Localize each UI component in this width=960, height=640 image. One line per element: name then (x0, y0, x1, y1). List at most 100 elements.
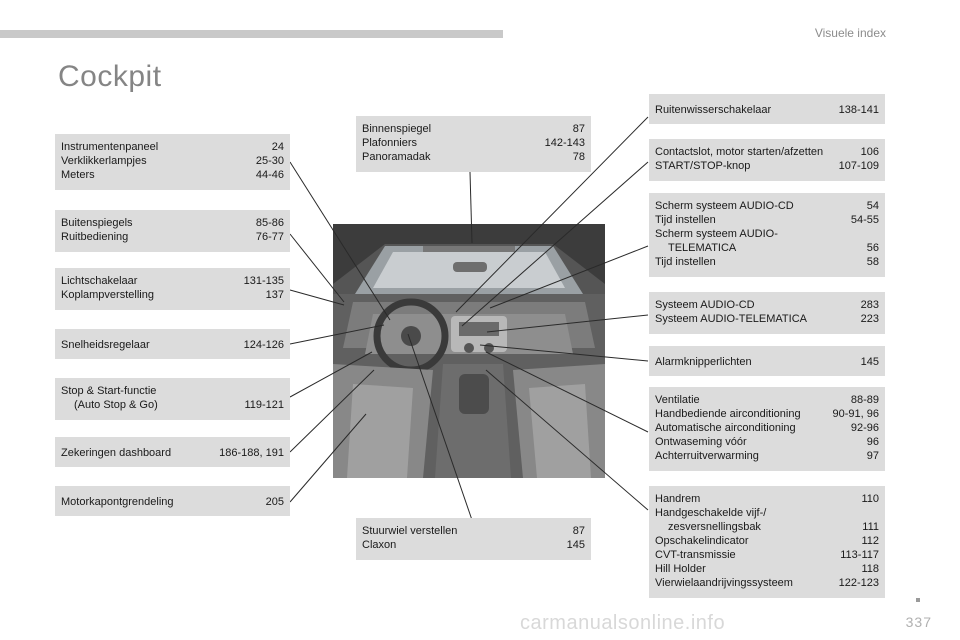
index-page: 110 (861, 493, 879, 505)
index-label: Contactslot, motor starten/afzetten (655, 146, 824, 158)
index-label: Automatische airconditioning (655, 422, 796, 434)
index-page: 90-91, 96 (832, 408, 879, 420)
index-page: 138-141 (838, 104, 879, 116)
index-row: Handrem 110 (655, 492, 879, 506)
index-row: Ontwaseming vóór 96 (655, 435, 879, 449)
cockpit-image (333, 224, 605, 478)
index-label: Ontwaseming vóór (655, 436, 747, 448)
index-page: 88-89 (850, 394, 879, 406)
section-title: Visuele index (814, 26, 886, 40)
index-label: Instrumentenpaneel (61, 141, 159, 153)
index-page: 223 (860, 313, 879, 325)
index-page: 124-126 (243, 339, 284, 351)
index-label: Verklikkerlampjes (61, 155, 147, 167)
index-page: 137 (265, 289, 284, 301)
index-page: 97 (866, 450, 879, 462)
page-title: Cockpit (58, 60, 162, 93)
index-label: Systeem AUDIO-TELEMATICA (655, 313, 807, 325)
index-label: Buitenspiegels (61, 217, 133, 229)
index-page: 92-96 (850, 422, 879, 434)
index-label: (Auto Stop & Go) (74, 399, 158, 411)
index-page: 112 (861, 535, 879, 547)
index-label: Ventilatie (655, 394, 700, 406)
index-label: Binnenspiegel (362, 123, 432, 135)
index-page: 96 (866, 436, 879, 448)
index-page: 111 (862, 521, 879, 533)
index-page: 87 (572, 525, 585, 537)
index-row: Automatische airconditioning 92-96 (655, 421, 879, 435)
index-page: 44-46 (255, 169, 284, 181)
index-page: 283 (860, 299, 879, 311)
index-page: 87 (572, 123, 585, 135)
index-label: Zekeringen dashboard (61, 447, 172, 459)
index-label: Lichtschakelaar (61, 275, 138, 287)
index-label: Handgeschakelde vijf-/ (655, 507, 767, 519)
index-label: Stop & Start-functie (61, 385, 157, 397)
info-box-systeem-audio: Systeem AUDIO-CD 283 Systeem AUDIO-TELEMA… (649, 292, 885, 334)
index-page: 107-109 (838, 160, 879, 172)
index-row: Hill Holder 118 (655, 562, 879, 576)
page-number: 337 (905, 614, 932, 630)
index-row: Ruitenwisserschakelaar 138-141 (655, 103, 879, 117)
index-label: Hill Holder (655, 563, 706, 575)
index-row: START/STOP-knop 107-109 (655, 159, 879, 173)
index-label: Stuurwiel verstellen (362, 525, 458, 537)
info-box-snelheidsregelaar: Snelheidsregelaar 124-126 (55, 329, 290, 359)
index-label: Meters (61, 169, 95, 181)
index-page: 118 (861, 563, 879, 575)
index-row: Systeem AUDIO-CD 283 (655, 298, 879, 312)
index-label: Opschakelindicator (655, 535, 749, 547)
index-label: Tijd instellen (655, 256, 716, 268)
info-box-contactslot: Contactslot, motor starten/afzetten 106 S… (649, 139, 885, 181)
index-page: 76-77 (255, 231, 284, 243)
info-box-stop-start: Stop & Start-functie (Auto Stop & Go)119… (55, 378, 290, 420)
index-row: Binnenspiegel 87 (362, 122, 585, 136)
index-label: TELEMATICA (668, 242, 737, 254)
index-label: Tijd instellen (655, 214, 716, 226)
index-row: Ventilatie 88-89 (655, 393, 879, 407)
index-label: Scherm systeem AUDIO- (655, 228, 778, 240)
index-page: 205 (265, 496, 284, 508)
index-row: Buitenspiegels 85-86 (61, 216, 284, 230)
index-row: zesversnellingsbak 111 (655, 520, 879, 534)
index-row: Scherm systeem AUDIO- (655, 227, 879, 241)
index-page: 142-143 (544, 137, 585, 149)
index-label: zesversnellingsbak (668, 521, 761, 533)
header-bar (0, 30, 503, 38)
index-label: CVT-transmissie (655, 549, 736, 561)
index-row: Verklikkerlampjes 25-30 (61, 154, 284, 168)
index-row: Stuurwiel verstellen 87 (362, 524, 585, 538)
index-label: Scherm systeem AUDIO-CD (655, 200, 794, 212)
index-label: Snelheidsregelaar (61, 339, 150, 351)
index-label: Systeem AUDIO-CD (655, 299, 755, 311)
index-row: Systeem AUDIO-TELEMATICA 223 (655, 312, 879, 326)
index-row: Opschakelindicator 112 (655, 534, 879, 548)
index-page: 106 (860, 146, 879, 158)
index-page: 85-86 (255, 217, 284, 229)
index-label: Ruitenwisserschakelaar (655, 104, 772, 116)
index-page: 25-30 (255, 155, 284, 167)
info-box-handrem: Handrem 110 Handgeschakelde vijf-/ zesver… (649, 486, 885, 598)
index-row: Handgeschakelde vijf-/ (655, 506, 879, 520)
index-label: Handrem (655, 493, 701, 505)
index-label: Koplampverstelling (61, 289, 154, 301)
index-label: START/STOP-knop (655, 160, 751, 172)
info-box-ruitenwisser: Ruitenwisserschakelaar 138-141 (649, 94, 885, 124)
